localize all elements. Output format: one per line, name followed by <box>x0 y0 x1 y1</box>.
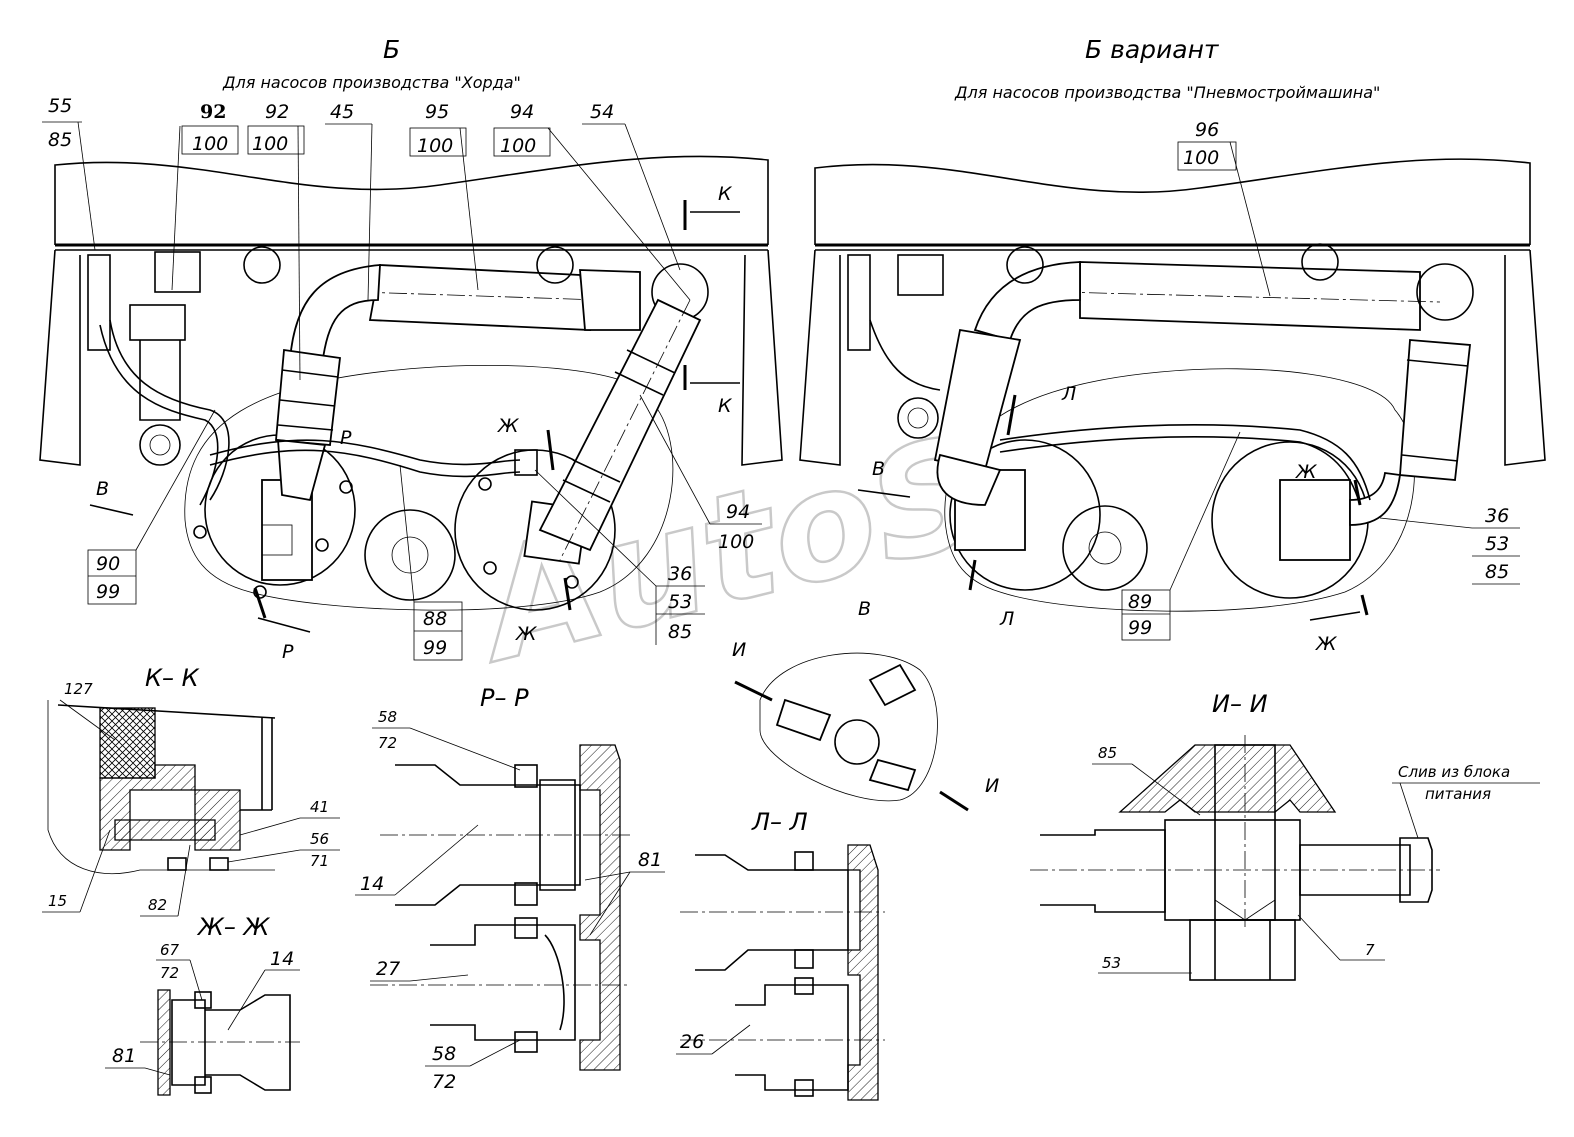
callout-53-r: 53 <box>1485 533 1509 555</box>
ii-callout-7: 7 <box>1365 941 1375 959</box>
ll-callout-26: 26 <box>680 1031 704 1053</box>
title-view-b-variant: Б вариант <box>1085 35 1220 64</box>
callout-36: 36 <box>668 563 692 585</box>
pp-callout-14: 14 <box>360 873 384 895</box>
section-l-l: Л– Л 26 <box>676 808 885 1101</box>
label-l-bottom: Л <box>999 608 1014 630</box>
ii-drain-label-2: питания <box>1425 785 1491 803</box>
callout-100-e: 100 <box>718 531 754 553</box>
callout-99-a: 99 <box>423 637 447 659</box>
section-zh-zh: Ж– Ж 67 72 14 81 <box>105 913 300 1096</box>
kk-callout-41: 41 <box>310 798 329 816</box>
section-title-ii: И– И <box>1212 690 1268 718</box>
pp-callout-81: 81 <box>638 849 662 871</box>
label-zh-top: Ж <box>497 415 520 437</box>
callout-54: 54 <box>590 101 614 123</box>
ii-drain-label-1: Слив из блока <box>1398 763 1510 781</box>
zhzh-callout-81: 81 <box>112 1045 136 1067</box>
ii-callout-53: 53 <box>1102 954 1121 972</box>
label-r-bottom: Р <box>282 641 294 663</box>
callout-100-d: 100 <box>500 135 536 157</box>
section-title-kk: К– К <box>145 664 200 692</box>
kk-callout-56: 56 <box>310 830 329 848</box>
callout-45: 45 <box>330 101 354 123</box>
callout-85-r: 85 <box>1485 561 1509 583</box>
callout-85-b: 85 <box>668 621 692 643</box>
subtitle-view-b: Для насосов производства "Хорда" <box>222 73 521 92</box>
callout-94-b: 94 <box>726 501 750 523</box>
label-i-bottom: И <box>985 775 999 797</box>
pp-callout-27: 27 <box>376 958 400 980</box>
pp-callout-72b: 72 <box>432 1071 456 1093</box>
callout-95: 95 <box>425 101 449 123</box>
pp-callout-58a: 58 <box>378 708 397 726</box>
label-k-bottom: К <box>718 395 733 417</box>
zhzh-callout-14: 14 <box>270 948 294 970</box>
label-zh-bottom: Ж <box>515 623 538 645</box>
callout-92: 92 <box>265 101 289 123</box>
kk-callout-127: 127 <box>64 680 93 698</box>
zhzh-callout-72: 72 <box>160 964 179 982</box>
zhzh-callout-67: 67 <box>160 941 180 959</box>
kk-callout-71: 71 <box>310 852 329 870</box>
callout-53: 53 <box>668 591 692 613</box>
section-i-i: И– И 85 53 7 Слив из блока питания <box>1030 690 1540 981</box>
callout-96: 96 <box>1195 119 1219 141</box>
label-zh-right-bottom: Ж <box>1315 633 1338 655</box>
section-title-pp: Р– Р <box>480 684 529 712</box>
subtitle-view-b-variant: Для насосов производства "Пневмостроймаш… <box>954 83 1380 102</box>
callout-88: 88 <box>423 608 447 630</box>
section-title-zhzh: Ж– Ж <box>196 913 270 941</box>
callouts-right: 96 100 36 53 85 89 99 <box>1121 119 1520 641</box>
callout-100: 100 <box>1183 147 1219 169</box>
label-v-right-bottom: В <box>858 598 871 620</box>
label-v-left: В <box>96 478 109 500</box>
callout-100-a: 100 <box>192 133 228 155</box>
callout-36-r: 36 <box>1485 505 1509 527</box>
label-zh-right-top: Ж <box>1295 461 1318 483</box>
callout-100-c: 100 <box>417 135 453 157</box>
kk-callout-15: 15 <box>48 892 67 910</box>
label-v-right-top: В <box>872 458 885 480</box>
pp-callout-72a: 72 <box>378 734 397 752</box>
callout-100-b: 100 <box>252 133 288 155</box>
pp-callout-58b: 58 <box>432 1043 456 1065</box>
label-r-mid: Р <box>340 427 352 449</box>
callout-92-bold: 92 <box>200 101 226 123</box>
callout-55: 55 <box>48 95 72 117</box>
callout-94: 94 <box>510 101 534 123</box>
label-k-top: К <box>718 183 733 205</box>
section-k-k: К– К 127 41 56 71 15 82 <box>42 664 340 917</box>
section-r-r: Р– Р 58 72 14 81 27 58 72 <box>355 684 665 1093</box>
callout-89: 89 <box>1128 591 1152 613</box>
label-l-top: Л <box>1061 383 1076 405</box>
title-view-b: Б <box>383 35 400 64</box>
ii-callout-85: 85 <box>1098 744 1117 762</box>
view-b-variant-assembly <box>799 158 1546 621</box>
detail-i-bubble <box>734 652 969 812</box>
section-title-ll: Л– Л <box>751 808 808 836</box>
callouts-left: 55 85 92 100 92 100 45 95 100 94 100 54 … <box>42 95 762 661</box>
kk-callout-82: 82 <box>148 896 167 914</box>
view-indicators: К К Р Р Ж Ж В В В Л Л Ж Ж И И <box>96 183 1338 797</box>
callout-90: 90 <box>96 553 120 575</box>
callout-99-b: 99 <box>96 581 120 603</box>
callout-99-r: 99 <box>1128 617 1152 639</box>
callout-85: 85 <box>48 129 72 151</box>
label-i-top: И <box>732 639 746 661</box>
